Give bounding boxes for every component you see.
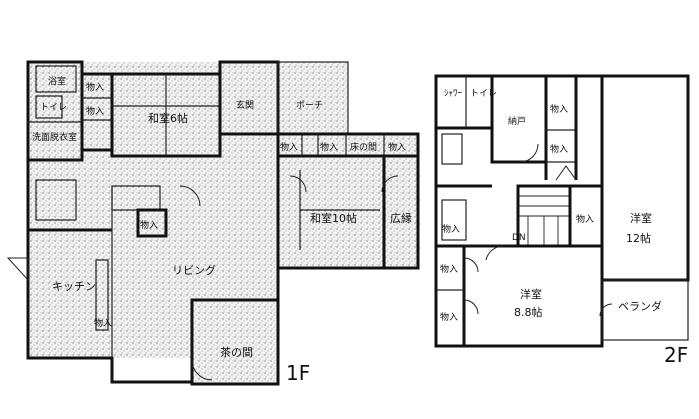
- room-label-closet-2: 物入: [86, 105, 104, 117]
- room-label-toilet-2f: トイレ: [470, 89, 497, 99]
- room-label-western-88-size: 8.8帖: [514, 306, 543, 319]
- room-label-washroom: 洗面脱衣室: [32, 131, 77, 143]
- room-label-japanese-6: 和室6帖: [148, 111, 188, 125]
- stair-dn-label: DN: [512, 233, 526, 243]
- room-label-shower: ｼｬﾜｰ: [444, 89, 463, 99]
- room-label-chanoma: 茶の間: [220, 346, 253, 359]
- room-label-pantry: 物入: [94, 317, 112, 329]
- room-label-storeroom: 納戸: [508, 115, 526, 127]
- floor-label-1f: 1F: [286, 361, 310, 385]
- room-label-closet-1: 物入: [86, 81, 104, 93]
- room-label-genkan: 玄関: [236, 99, 254, 111]
- room-label-closet-f: 物入: [440, 311, 458, 323]
- room-label-tokonoma: 床の間: [350, 141, 377, 153]
- room-label-western-88: 洋室: [520, 287, 542, 301]
- door-swing: [179, 185, 201, 207]
- room-label-closet-c: 物入: [388, 141, 406, 153]
- room-label-western-12: 洋室: [630, 211, 652, 225]
- room-label-closet-d: 物入: [442, 223, 460, 235]
- room-label-living: リビング: [172, 263, 216, 277]
- room-label-closet-b: 物入: [550, 143, 568, 155]
- staircase: [518, 195, 570, 246]
- room-label-closet-a: 物入: [550, 103, 568, 115]
- floor-1f: 浴室 トイレ 洗面脱衣室 物入 物入 和室6帖 玄関 ポーチ 物入 物入 床の間…: [6, 60, 420, 386]
- room-label-bath: 浴室: [48, 75, 66, 87]
- room-label-japanese-10: 和室10帖: [310, 211, 357, 225]
- room-label-porch: ポーチ: [296, 100, 323, 111]
- room-label-kitchen: キッチン: [52, 280, 96, 293]
- room-label-engawa: 広縁: [390, 211, 412, 225]
- room-label-closet-c: 物入: [576, 213, 594, 225]
- floor-2f: ｼｬﾜｰ トイレ 納戸 物入 物入 物入 物入 物入 物入 洋室 12帖 洋室 …: [434, 74, 690, 367]
- floor-label-2f: 2F: [664, 343, 688, 367]
- room-label-kitchen-store: 物入: [140, 219, 158, 231]
- room-label-veranda: ベランダ: [618, 299, 662, 313]
- room-label-toilet-1f: トイレ: [40, 103, 67, 113]
- kitchen-exterior-door: [6, 257, 29, 282]
- room-label-storage-a: 物入: [280, 141, 298, 153]
- room-label-storage-b: 物入: [320, 141, 338, 153]
- room-label-closet-e: 物入: [440, 263, 458, 275]
- room-label-western-12-size: 12帖: [626, 232, 651, 245]
